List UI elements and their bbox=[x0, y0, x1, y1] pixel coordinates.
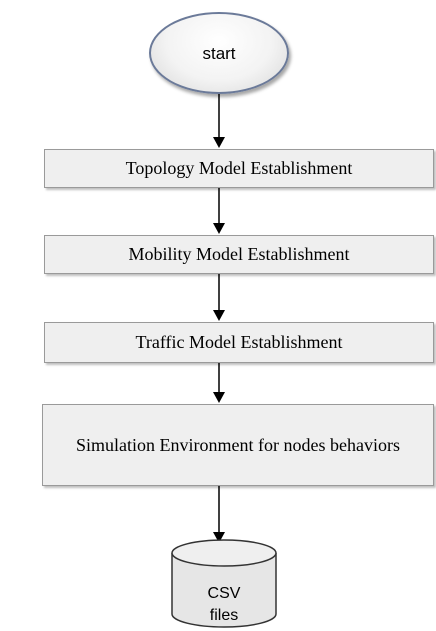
step-simulation-environment: Simulation Environment for nodes behavio… bbox=[42, 404, 434, 486]
arrow-traffic-to-simulation bbox=[209, 363, 229, 404]
cylinder-body bbox=[171, 553, 277, 628]
csv-label: CSV bbox=[208, 585, 241, 602]
step-mobility-model: Mobility Model Establishment bbox=[44, 235, 434, 274]
start-label: start bbox=[202, 44, 236, 63]
arrow-simulation-to-csv bbox=[209, 486, 229, 544]
step-topology-model: Topology Model Establishment bbox=[44, 149, 434, 188]
start-node: start bbox=[149, 12, 289, 94]
files-label: files bbox=[210, 607, 238, 624]
arrow-topology-to-mobility bbox=[209, 188, 229, 235]
arrow-mobility-to-traffic bbox=[209, 274, 229, 322]
cylinder-top bbox=[171, 539, 277, 567]
step-traffic-label: Traffic Model Establishment bbox=[135, 332, 343, 353]
step-topology-label: Topology Model Establishment bbox=[125, 158, 353, 179]
csv-files-datastore: CSV files bbox=[171, 539, 277, 628]
step-simulation-label: Simulation Environment for nodes behavio… bbox=[76, 434, 400, 455]
arrow-start-to-topology bbox=[209, 94, 229, 149]
step-mobility-label: Mobility Model Establishment bbox=[128, 244, 350, 265]
step-traffic-model: Traffic Model Establishment bbox=[44, 322, 434, 363]
